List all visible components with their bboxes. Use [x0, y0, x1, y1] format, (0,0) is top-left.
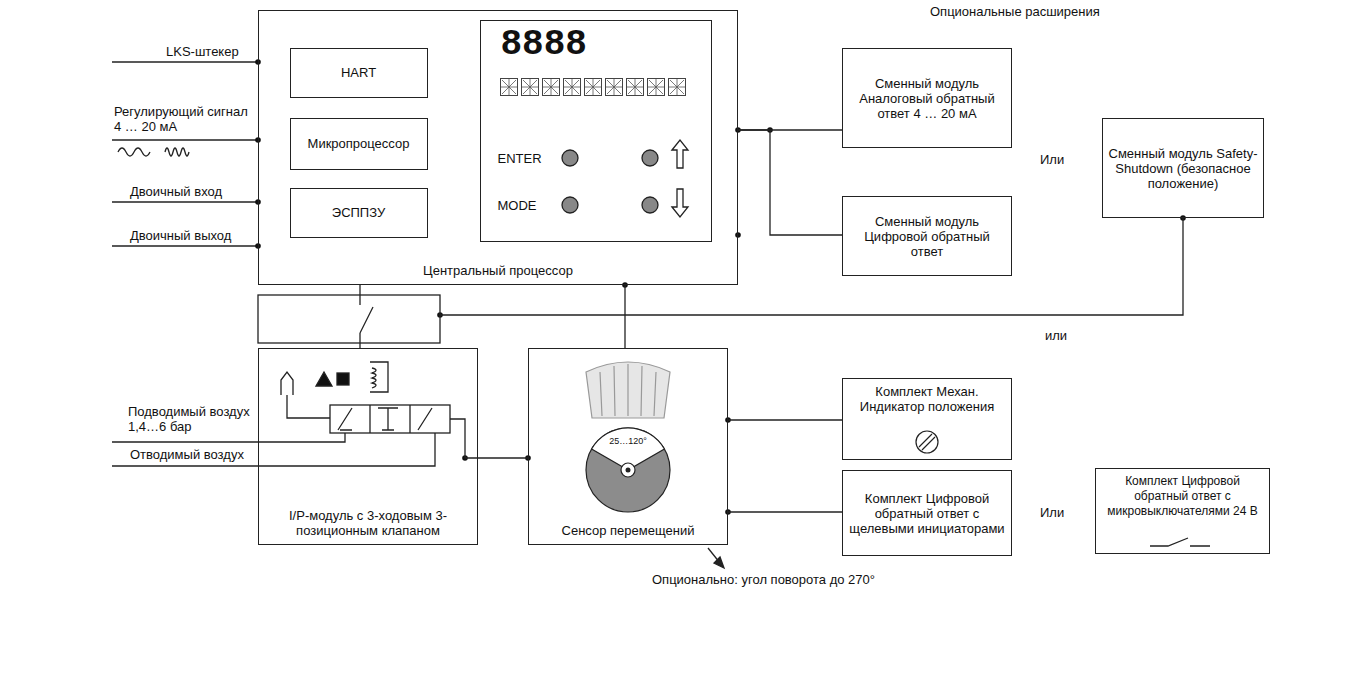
- signal-wires: [165, 148, 189, 156]
- junction-dots: [255, 59, 1186, 515]
- microswitch-symbol: [1150, 538, 1210, 546]
- or-note: Или: [1040, 505, 1064, 520]
- ip-valve: [330, 405, 450, 433]
- option-box: Комплект Цифровой обратный ответ с щелев…: [842, 470, 1012, 556]
- signal-wires: [118, 148, 150, 156]
- option-box: Комплект Механ. Индикатор положения: [842, 378, 1012, 460]
- section-heading: Опциональные расширения: [930, 4, 1100, 19]
- box-text: Сменный модуль Аналоговый обратный ответ…: [848, 76, 1006, 121]
- option-box: Сменный модуль Safety-Shutdown (безопасн…: [1102, 118, 1264, 218]
- module-box: Микропроцессор: [290, 118, 428, 170]
- box-text: Микропроцессор: [308, 136, 410, 151]
- note: Опционально: угол поворота до 270°: [652, 572, 875, 587]
- position-sensor: [626, 468, 631, 473]
- connector: [728, 511, 842, 512]
- junction-dots: [735, 232, 741, 238]
- switch-relay: [360, 307, 373, 333]
- ip-valve: [112, 362, 478, 466]
- ip-valve: [409, 405, 410, 433]
- ip-valve: [112, 433, 345, 442]
- indicator-symbol: [916, 431, 938, 453]
- signal-wires: [112, 245, 258, 246]
- position-sensor: [586, 428, 670, 512]
- position-sensor: [621, 463, 635, 477]
- display-panel: [500, 78, 689, 217]
- display-panel: [642, 150, 658, 166]
- ip-valve: [316, 372, 332, 386]
- signal-name: LKS-штекер: [166, 44, 239, 59]
- indicator-symbol: [919, 434, 935, 450]
- signal-wires: [112, 62, 258, 246]
- ip-valve: [450, 419, 478, 458]
- box-text: Сменный модуль Safety-Shutdown (безопасн…: [1108, 146, 1258, 191]
- module-box: HART: [290, 48, 428, 98]
- ip-valve: [372, 368, 376, 388]
- connector: [478, 457, 528, 458]
- display-panel: 8888ENTER MODE: [480, 20, 712, 242]
- box-text: Комплект Механ. Индикатор положения: [848, 384, 1006, 414]
- option-box: Комплект Цифровой обратный ответ с микро…: [1095, 468, 1270, 554]
- signal-name: Двоичный выход: [130, 228, 231, 243]
- box-text: Комплект Цифровой обратный ответ с микро…: [1101, 474, 1264, 519]
- option-box: Сменный модуль Цифровой обратный ответ: [842, 196, 1012, 276]
- or-note: Или: [1040, 152, 1064, 167]
- position-sensor: [586, 362, 670, 418]
- signal-name: Регулирующий сигнал 4 … 20 мА: [114, 104, 254, 134]
- display-panel: [642, 197, 658, 213]
- box-text: Комплект Цифровой обратный ответ с щелев…: [848, 491, 1006, 536]
- indicator-symbol: [916, 431, 938, 453]
- box-text: HART: [341, 65, 376, 80]
- signal-wires: [112, 61, 258, 62]
- connector: [728, 419, 842, 420]
- switch-relay: [258, 295, 440, 343]
- box-text: ЭСППЗУ: [332, 205, 385, 220]
- display-panel: [562, 197, 578, 213]
- scale-label: 25…120°: [604, 436, 652, 447]
- box-text: Сенсор перемещений: [562, 523, 695, 538]
- signal-name: Отводимый воздух: [130, 447, 244, 462]
- signal-name: Подводимый воздух 1,4…6 бар: [128, 404, 254, 434]
- switch-relay: [359, 285, 360, 305]
- box-text: I/P-модуль с 3-ходовым 3-позиционным кла…: [264, 508, 472, 538]
- connector: [738, 130, 842, 235]
- box-text: Сменный модуль Цифровой обратный ответ: [848, 214, 1006, 259]
- switch-relay: [359, 333, 360, 348]
- sensor-box: Сенсор перемещений: [528, 348, 728, 545]
- display-panel: [562, 150, 578, 166]
- ip-valve: [337, 373, 349, 385]
- display-panel: [672, 189, 688, 217]
- ip-valve: [281, 372, 293, 395]
- ip-valve: [287, 395, 330, 418]
- signal-wires: [112, 201, 258, 202]
- button-label: MODE: [498, 198, 537, 213]
- processor-box: HART МикропроцессорЭСППЗУ 8888ENTER MODE Цен…: [258, 10, 738, 285]
- signal-name: Двоичный вход: [130, 184, 222, 199]
- display-digits: 8888: [501, 25, 587, 65]
- ip-valve: [369, 405, 370, 433]
- button-label: ENTER: [498, 151, 542, 166]
- rotation-arrow: [708, 548, 724, 568]
- ip-valve: [112, 433, 435, 466]
- display-panel: [500, 78, 689, 96]
- microswitch-symbol: [1150, 538, 1210, 546]
- signal-wires: [112, 139, 258, 140]
- option-box: Сменный модуль Аналоговый обратный ответ…: [842, 48, 1012, 148]
- display-panel: [672, 140, 688, 168]
- position-sensor: [600, 364, 656, 416]
- ip-module-box: I/P-модуль с 3-ходовым 3-позиционным кла…: [258, 348, 478, 545]
- rotation-arrow: [714, 557, 724, 568]
- box-text: Центральный процессор: [423, 263, 573, 278]
- module-box: ЭСППЗУ: [290, 188, 428, 238]
- connector: [624, 285, 625, 348]
- ip-valve: [370, 362, 388, 392]
- or-note: или: [1045, 328, 1067, 343]
- switch-relay: [258, 218, 1183, 348]
- ip-valve: [338, 408, 432, 430]
- position-sensor: [586, 362, 670, 512]
